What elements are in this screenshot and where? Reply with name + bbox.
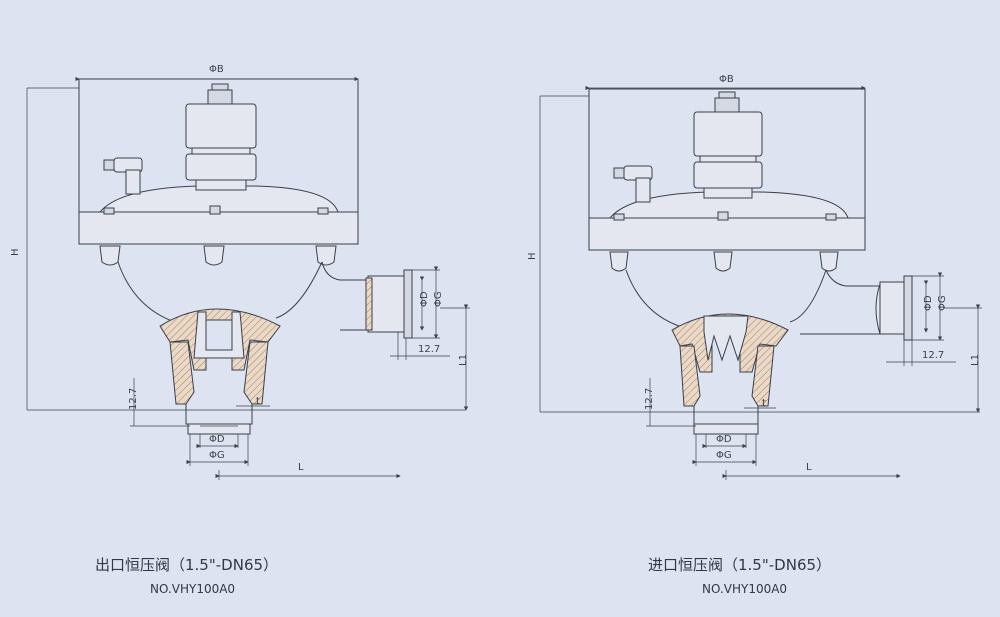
right-bottom-phi-g-label: ΦG bbox=[716, 450, 732, 461]
left-bottom-phi-d-label: ΦD bbox=[209, 434, 225, 445]
left-l1-label: L1 bbox=[458, 354, 469, 366]
left-t-label: t bbox=[256, 396, 260, 407]
left-bottom-phi-g-label: ΦG bbox=[209, 450, 225, 461]
right-12-7-vertical-label: 12.7 bbox=[644, 388, 655, 410]
right-side-phi-g-label: ΦG bbox=[937, 295, 948, 311]
left-12-7-horizontal-label: 12.7 bbox=[418, 344, 440, 355]
right-drawing-title: 进口恒压阀（1.5"-DN65） bbox=[648, 556, 832, 574]
left-phi-b-label: ΦB bbox=[209, 64, 224, 75]
right-t-label: t bbox=[762, 398, 766, 409]
right-phi-b-label: ΦB bbox=[719, 74, 734, 85]
left-side-phi-d-label: ΦD bbox=[419, 291, 430, 307]
left-12-7-vertical-label: 12.7 bbox=[128, 388, 139, 410]
left-drawing-model: NO.VHY100A0 bbox=[150, 582, 236, 596]
left-valve-drawing: ΦB H bbox=[10, 64, 470, 480]
right-side-phi-d-label: ΦD bbox=[923, 295, 934, 311]
right-l1-label: L1 bbox=[970, 354, 981, 366]
right-drawing-model: NO.VHY100A0 bbox=[702, 582, 788, 596]
right-12-7-horizontal-label: 12.7 bbox=[922, 350, 944, 361]
left-l-label: L bbox=[298, 462, 304, 473]
left-h-label: H bbox=[10, 248, 21, 256]
right-h-label: H bbox=[527, 252, 538, 260]
right-l-label: L bbox=[806, 462, 812, 473]
left-side-phi-g-label: ΦG bbox=[433, 291, 444, 307]
right-bottom-phi-d-label: ΦD bbox=[716, 434, 732, 445]
right-valve-drawing: ΦB H bbox=[527, 74, 982, 480]
left-drawing-title: 出口恒压阀（1.5"-DN65） bbox=[95, 556, 279, 574]
